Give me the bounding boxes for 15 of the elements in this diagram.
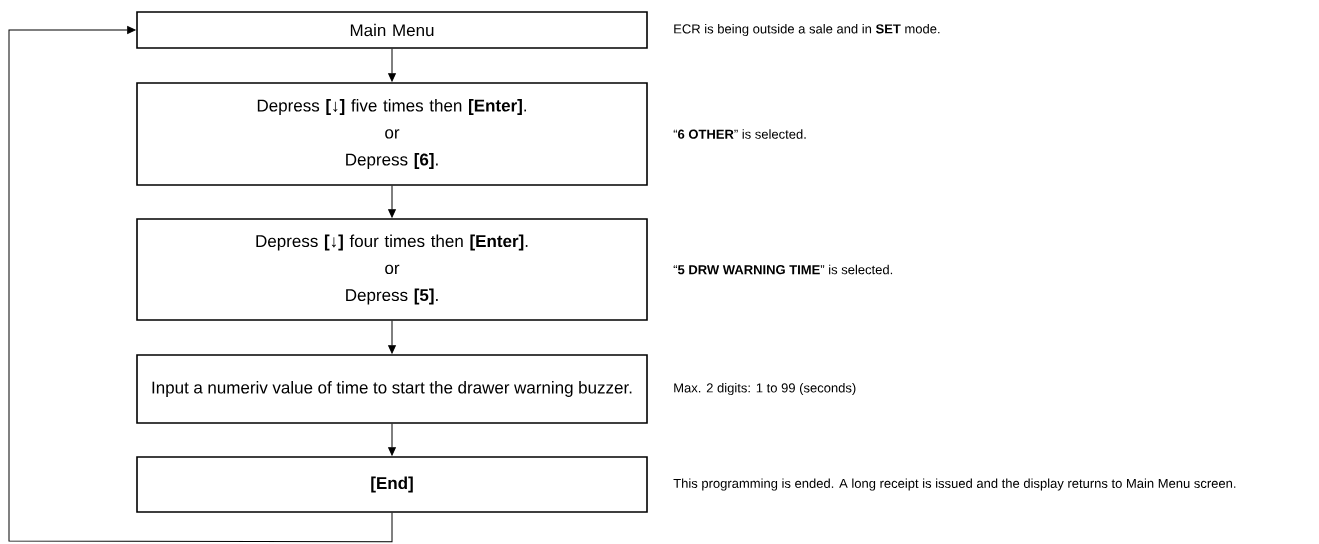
process-box: Main Menu xyxy=(136,11,648,49)
process-box: Depress [↓] five times then [Enter]. or Depress [6]. xyxy=(136,82,648,186)
process-box: [End] xyxy=(136,456,648,513)
arrow xyxy=(388,185,396,218)
note-text: This programming is ended. A long receipt is issued and the display returns to Main Menu screen. xyxy=(673,478,1236,491)
note-text: “6 OTHER” is selected. xyxy=(673,129,806,139)
note-text: Max. 2 digits: 1 to 99 (seconds) xyxy=(674,382,856,396)
note-text: ECR is being outside a sale and in SET mode. xyxy=(674,23,940,37)
process-box: Depress [↓] four times then [Enter]. or Depress [5]. xyxy=(136,218,648,321)
process-box: Input a numeriv value of time to start the drawer warning buzzer. xyxy=(136,354,648,424)
note-text: “5 DRW WARNING TIME” is selected. xyxy=(673,264,893,275)
arrow xyxy=(388,320,396,354)
arrow xyxy=(8,26,393,543)
arrow xyxy=(388,48,396,82)
arrow xyxy=(388,423,396,456)
